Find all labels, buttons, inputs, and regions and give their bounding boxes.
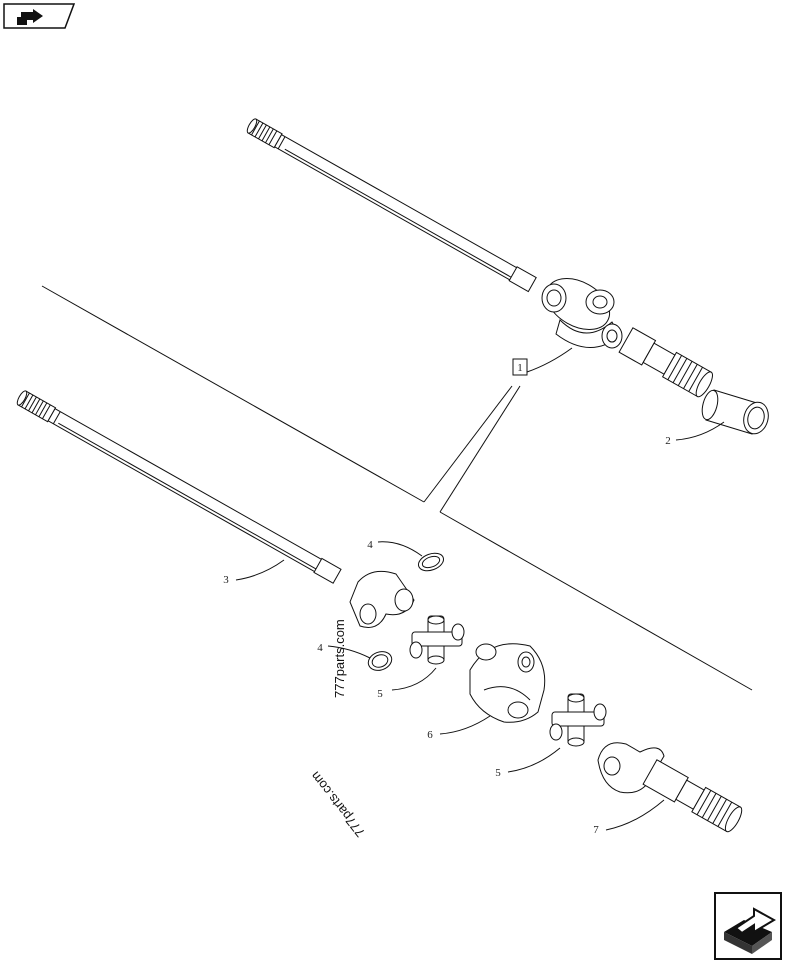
part-5-universal-joint-cross-upper	[409, 615, 465, 665]
callout-3-label: 3	[223, 574, 229, 586]
callout-2: 2	[665, 421, 725, 447]
callout-4-lower: 4	[317, 642, 371, 659]
next-page-button[interactable]	[714, 892, 782, 960]
divider-line-upper	[41, 285, 425, 503]
next-page-icon	[714, 892, 782, 960]
callout-7-label: 7	[593, 824, 599, 836]
callout-5b-label: 5	[495, 767, 501, 779]
part-4-snap-ring-lower	[367, 651, 393, 671]
part-7-stub-shaft	[597, 742, 743, 833]
watermark-vertical: 777parts.com	[332, 619, 347, 698]
part-6-coupling-yoke	[469, 643, 546, 723]
part-2-cap	[701, 389, 769, 435]
callout-2-label: 2	[665, 435, 671, 447]
upper-axle-shaft-assembly	[246, 118, 713, 398]
part-4-snap-ring-upper	[417, 552, 445, 572]
callout-3: 3	[223, 559, 285, 586]
callout-1: 1	[423, 347, 573, 513]
callout-4b-label: 4	[317, 642, 323, 654]
watermark-inverted: 777parts.com	[308, 769, 368, 840]
callout-7: 7	[593, 799, 665, 836]
part-5-universal-joint-cross-lower	[549, 693, 607, 747]
divider-line-lower	[439, 511, 753, 691]
callout-5a-label: 5	[377, 688, 383, 700]
previous-page-icon	[3, 3, 76, 29]
previous-page-button[interactable]	[3, 3, 76, 29]
callout-5-upper: 5	[377, 667, 437, 700]
callout-1-label: 1	[517, 362, 523, 374]
callout-5-lower: 5	[495, 747, 561, 779]
callout-6: 6	[427, 715, 491, 741]
callout-4-upper: 4	[367, 539, 423, 557]
part-3-axle-shaft	[16, 390, 415, 628]
callout-4a-label: 4	[367, 539, 373, 551]
callout-6-label: 6	[427, 729, 433, 741]
